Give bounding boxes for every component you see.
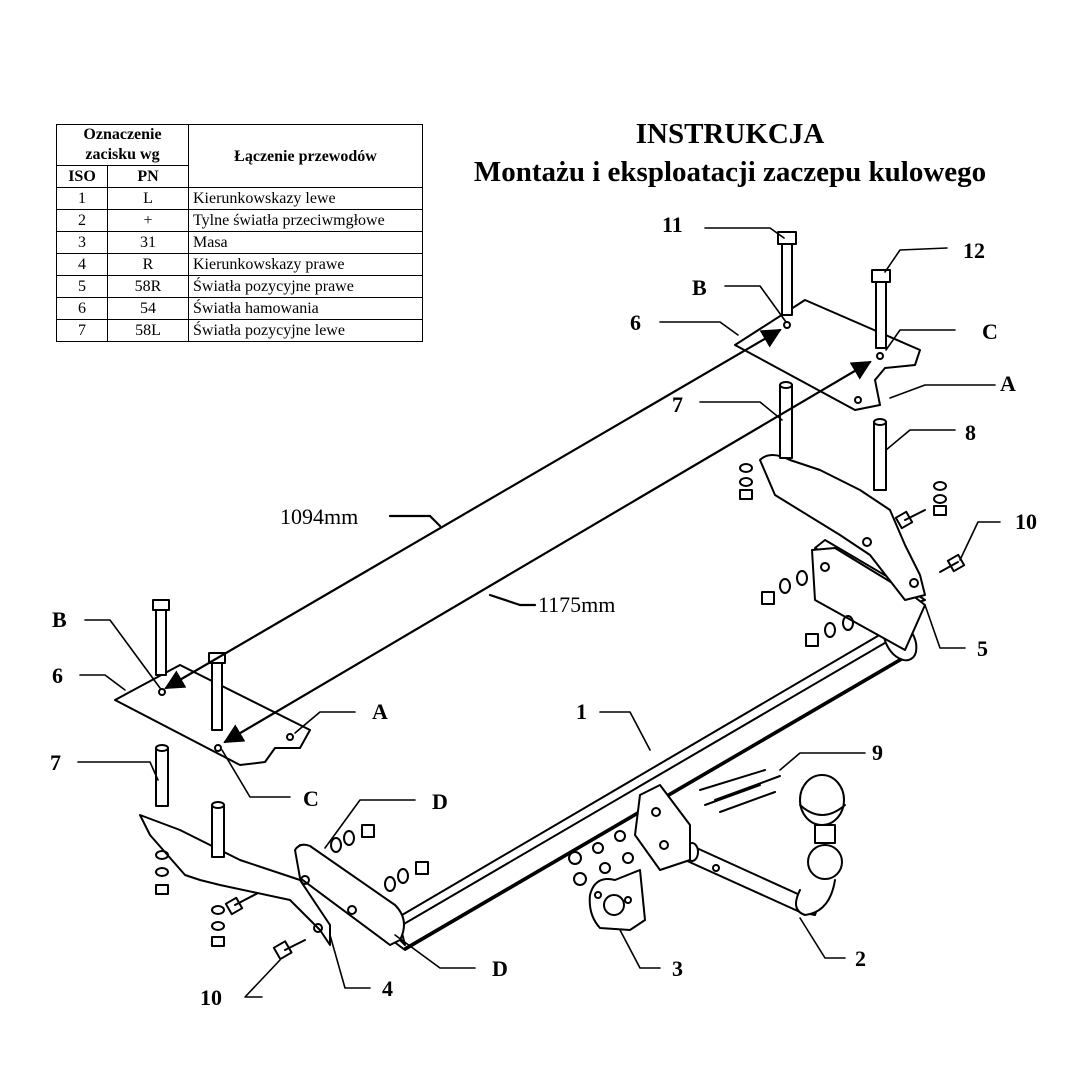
callout-c-left: C [303,786,319,811]
callout-9: 9 [872,740,883,765]
callout-2: 2 [855,946,866,971]
callout-d-top: D [432,789,448,814]
callout-11: 11 [662,212,683,237]
dimension-outer-label: 1175mm [538,592,615,617]
page-title: INSTRUKCJA [635,118,825,150]
header-designation: Oznaczenie zacisku wg [56,124,189,166]
right-plate [734,299,921,411]
callout-a-left: A [372,699,388,724]
ball-mount [684,774,846,916]
callout-b-left: B [52,607,67,632]
left-bracket [139,814,406,946]
callout-10-right: 10 [1015,509,1037,534]
callout-4: 4 [382,976,393,1001]
spacer-tubes [155,381,887,858]
header-connection: Łączenie przewodów [188,124,423,188]
hitch-plate [634,769,781,871]
short-bolts [224,509,966,961]
callout-7-right: 7 [672,392,683,417]
callout-b-right: B [692,275,707,300]
callout-6-left: 6 [52,663,63,688]
callout-a-right: A [1000,371,1016,396]
callout-5: 5 [977,636,988,661]
dimension-inner-label: 1094mm [280,504,358,529]
electric-socket-plate [588,869,646,931]
wiring-table: Oznaczenie zacisku wg Łączenie przewodów… [56,124,423,342]
dimension-lines [164,328,872,744]
callout-3: 3 [672,956,683,981]
header-iso: ISO [56,165,108,188]
callout-c-right: C [982,319,998,344]
callout-1: 1 [576,699,587,724]
callout-d-bottom: D [492,956,508,981]
socket-nuts [568,830,634,886]
page-subtitle: Montażu i eksploatacji zaczepu kulowego [473,156,987,188]
callout-12: 12 [963,238,985,263]
callout-6-right: 6 [630,310,641,335]
table-row: 2+Tylne światła przeciwmgłowe [56,209,423,232]
leader-lines [77,227,1001,998]
callout-10-left: 10 [200,985,222,1010]
crossbar-tube [384,618,918,951]
callout-7-left: 7 [50,750,61,775]
callout-8: 8 [965,420,976,445]
